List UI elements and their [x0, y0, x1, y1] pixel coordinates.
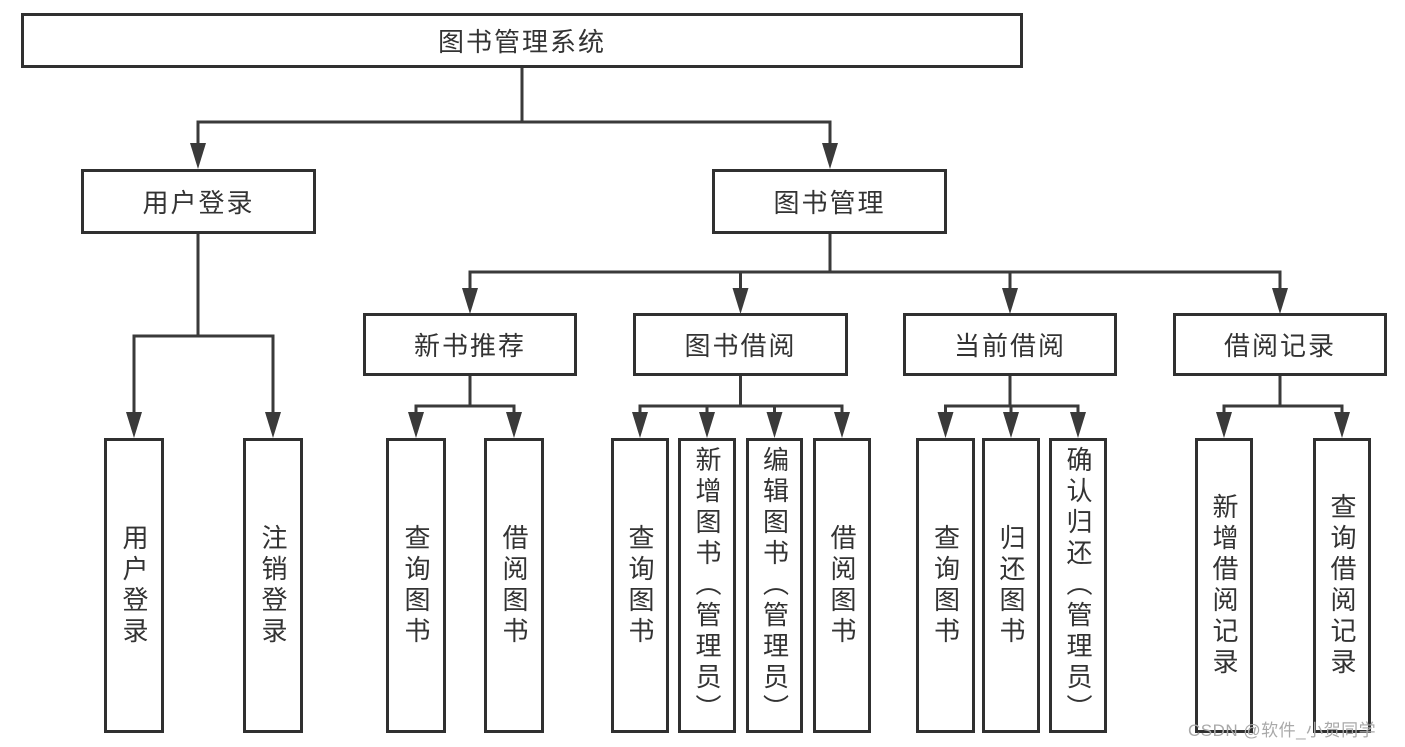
leaf-logout: 注销登录: [243, 438, 303, 733]
node-library-system: 图书管理系统: [21, 13, 1023, 68]
leaf-return-books: 归还图书: [982, 438, 1040, 733]
node-new-book-recommend: 新书推荐: [363, 313, 577, 376]
leaf-add-books-admin: 新增图书（管理员）: [678, 438, 736, 733]
leaf-user-login: 用户登录: [104, 438, 164, 733]
leaf-borrow-books-recommend: 借阅图书: [484, 438, 544, 733]
csdn-watermark: CSDN @软件_小贺同学: [1188, 721, 1377, 740]
node-current-borrowing: 当前借阅: [903, 313, 1117, 376]
leaf-query-books-recommend: 查询图书: [386, 438, 446, 733]
node-book-management: 图书管理: [712, 169, 947, 234]
node-book-borrowing: 图书借阅: [633, 313, 848, 376]
node-borrowing-records: 借阅记录: [1173, 313, 1387, 376]
leaf-borrow-books: 借阅图书: [813, 438, 871, 733]
leaf-add-borrow-record: 新增借阅记录: [1195, 438, 1253, 733]
leaf-confirm-return-admin: 确认归还（管理员）: [1049, 438, 1107, 733]
leaf-query-books-borrowing: 查询图书: [611, 438, 669, 733]
leaf-query-borrow-record: 查询借阅记录: [1313, 438, 1371, 733]
leaf-query-books-current: 查询图书: [916, 438, 975, 733]
node-user-login: 用户登录: [81, 169, 316, 234]
leaf-edit-books-admin: 编辑图书（管理员）: [746, 438, 803, 733]
